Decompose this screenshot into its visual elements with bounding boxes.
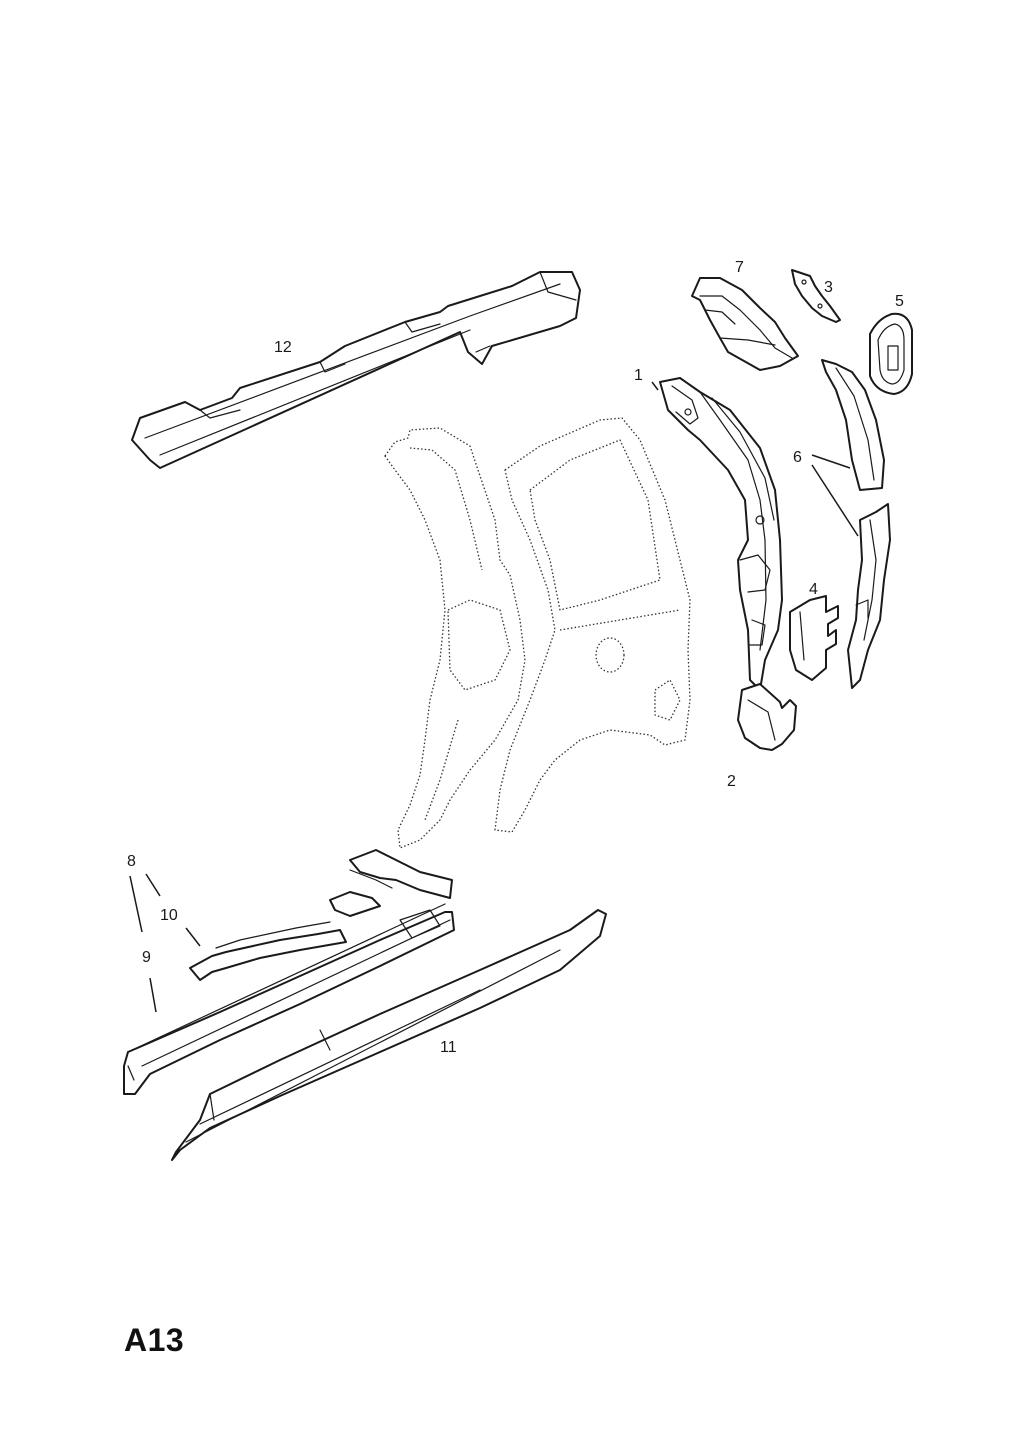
- callout-10: 10: [160, 907, 178, 924]
- part-5-grommet: [869, 312, 913, 395]
- part-7-bracket: [691, 277, 799, 371]
- callout-8: 8: [127, 853, 136, 870]
- leader-lines: [129, 381, 859, 1013]
- callout-12: 12: [274, 339, 292, 356]
- part-1-wheel-arch-inner: [659, 377, 783, 691]
- callout-9: 9: [142, 949, 151, 966]
- callout-5: 5: [895, 293, 904, 310]
- part-11-rocker-panel: [171, 909, 607, 1161]
- part-6-reinforcement: [821, 359, 891, 689]
- callout-3: 3: [824, 279, 833, 296]
- callout-11: 11: [440, 1039, 457, 1056]
- part-2-bracket: [737, 683, 797, 751]
- part-4-bracket: [789, 595, 839, 681]
- callout-7: 7: [735, 259, 744, 276]
- callout-labels: 1 2 3 4 5 6 7 8 9 10 11 12: [127, 259, 904, 1056]
- callout-2: 2: [727, 773, 736, 790]
- part-8-9-10-sill-assembly: [123, 849, 455, 1095]
- part-3-plate: [791, 269, 841, 323]
- body-side-outer-reference: [494, 417, 691, 833]
- page-code: A13: [124, 1322, 185, 1358]
- callout-4: 4: [809, 581, 818, 598]
- body-side-inner-reference: [384, 427, 526, 849]
- callout-6: 6: [793, 449, 802, 466]
- callout-1: 1: [634, 367, 643, 384]
- part-12-roof-rail: [131, 271, 581, 469]
